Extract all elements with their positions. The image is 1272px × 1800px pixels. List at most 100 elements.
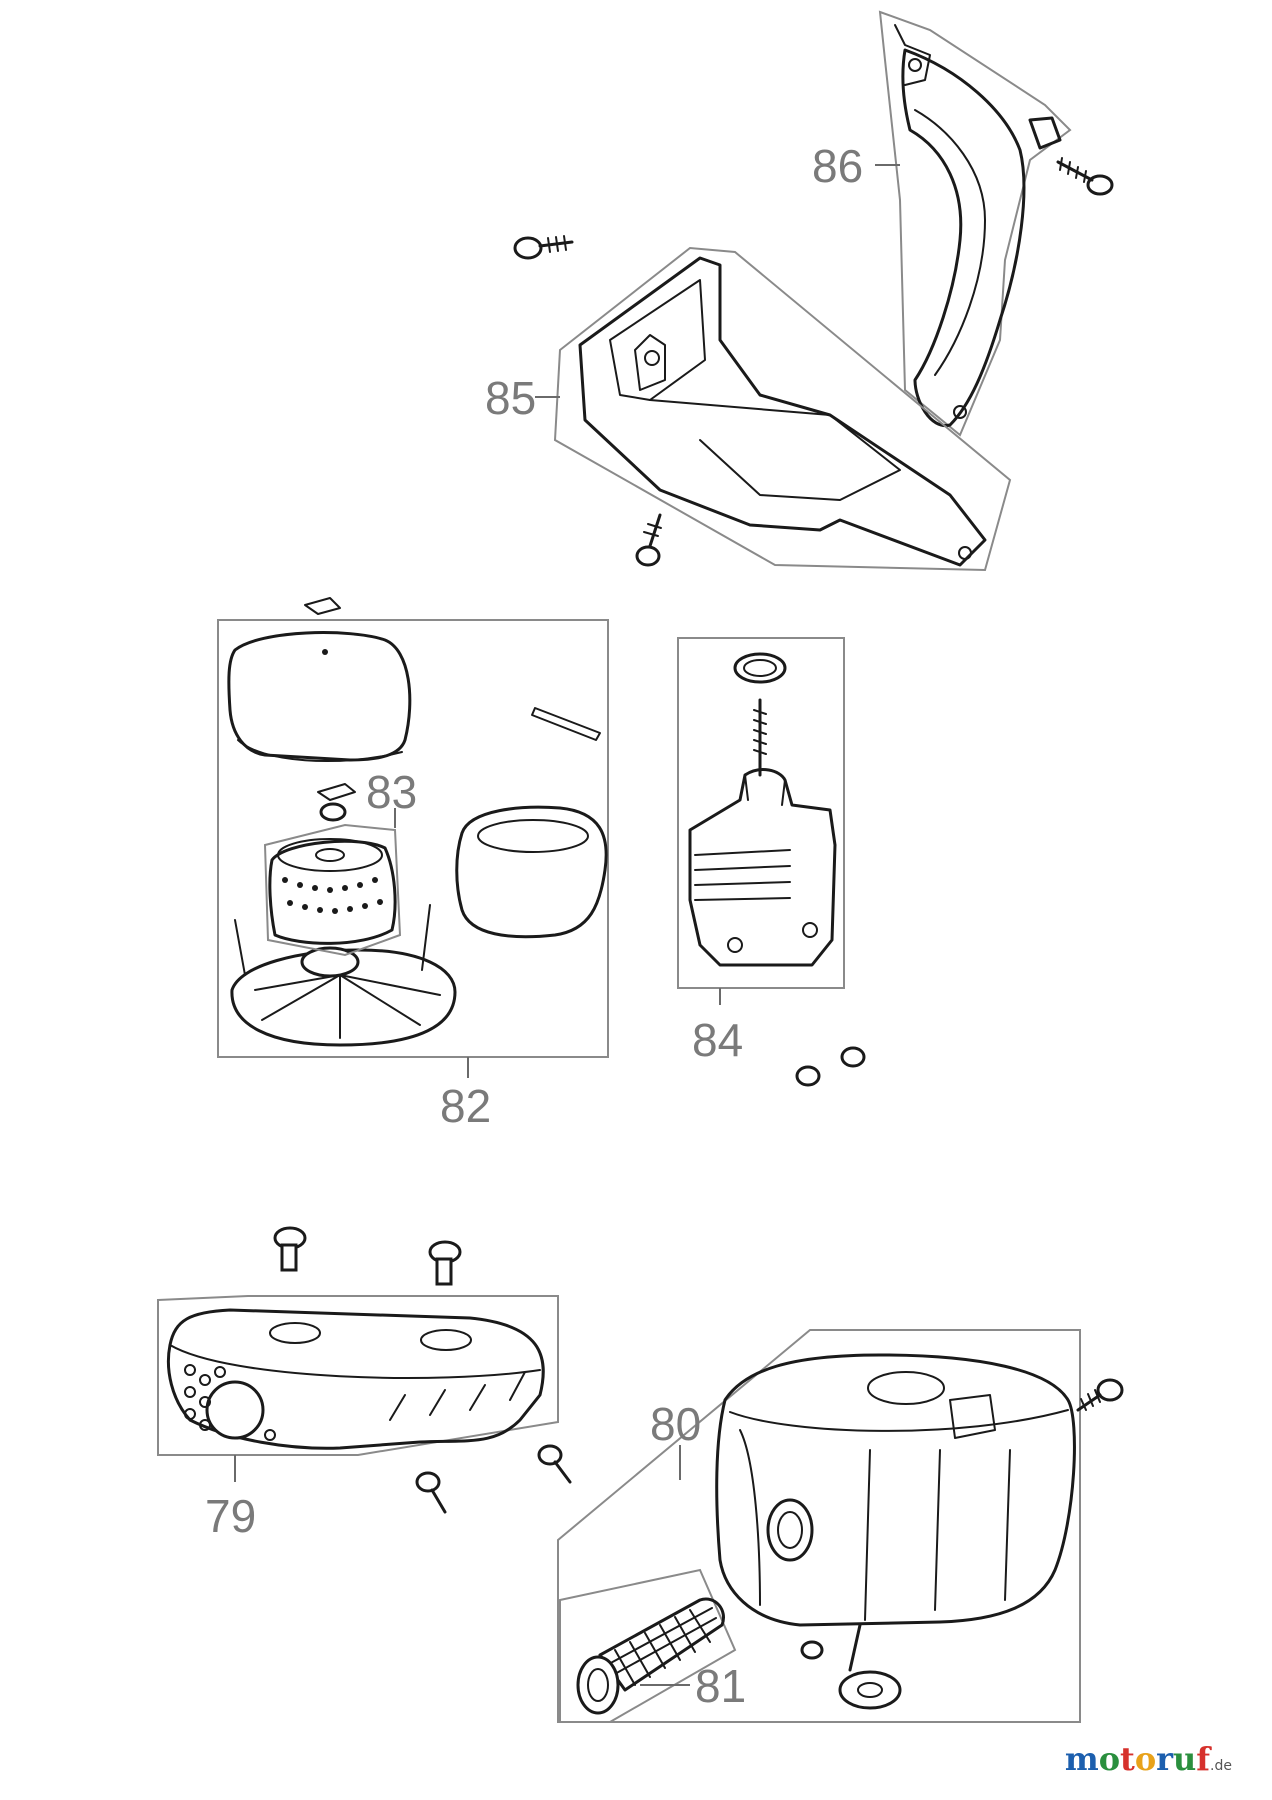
logo-letter: r (1156, 1740, 1174, 1778)
part-82-base-ribs (254, 974, 441, 1039)
part-86-hole-lower (953, 405, 967, 419)
part-82-clip-top (304, 597, 341, 615)
part-80-screw (1076, 1378, 1124, 1412)
logo-letter: u (1173, 1740, 1197, 1778)
part-86-screw (1056, 157, 1114, 196)
part-85-screw-bottom (635, 513, 662, 567)
label-86: 86 (812, 140, 863, 192)
part-82-foam-inner (477, 819, 589, 853)
label-84: 84 (692, 1014, 743, 1066)
part-82-foam (455, 805, 608, 939)
part-80-group-outline (557, 1329, 1081, 1723)
part-79-top-hole-left (269, 1322, 321, 1344)
part-80-heat-shield (739, 1429, 761, 1606)
label-83: 83 (366, 766, 417, 818)
part-85-hole-right (958, 546, 972, 560)
part-83-top (277, 838, 383, 872)
part-84-nut-left (795, 1065, 821, 1087)
part-80-outlet-inner (777, 1511, 803, 1549)
part-84-nut-right (840, 1046, 866, 1068)
label-80: 80 (650, 1398, 701, 1450)
part-79-bolt-left (273, 1226, 307, 1272)
part-79-outlet (205, 1380, 265, 1440)
label-81: 81 (695, 1660, 746, 1712)
part-84-bolt-hole-b (802, 922, 818, 938)
part-80-flange (838, 1670, 902, 1710)
part-80-nut (800, 1640, 824, 1660)
part-80-body (715, 1353, 1076, 1627)
part-80-top-seam (729, 1409, 1069, 1432)
part-81-flange-inner (587, 1668, 609, 1702)
label-85: 85 (485, 372, 536, 424)
part-79-slots (389, 1371, 526, 1421)
part-82-air-filter-assembly (217, 597, 609, 1058)
part-80-straps (864, 1449, 1011, 1621)
part-79-group-outline (157, 1295, 559, 1456)
part-84-assembly: 84 (677, 637, 866, 1087)
part-80-outlet (766, 1498, 814, 1562)
label-79: 79 (205, 1490, 256, 1542)
part-83-perforations (282, 877, 383, 914)
motoruf-logo: motoruf.de (1065, 1740, 1232, 1778)
part-86-clip (1028, 116, 1062, 150)
part-83-filter-element: 83 (263, 766, 417, 957)
part-83-outline (263, 823, 402, 957)
part-84-seal-inner (743, 659, 777, 677)
part-84-neck (744, 774, 786, 806)
logo-letter: o (1098, 1740, 1121, 1778)
part-85-screw-top (513, 235, 574, 260)
logo-letter: m (1064, 1740, 1099, 1778)
part-82-base-post-left (234, 904, 431, 976)
part-83-cylinder (268, 839, 397, 945)
part-82-cover (227, 631, 412, 762)
logo-letter: t (1120, 1740, 1135, 1778)
part-82-cover-rim (237, 739, 403, 762)
label-82: 82 (440, 1080, 491, 1132)
part-86-hole (908, 58, 922, 72)
part-79-vent-holes (184, 1364, 276, 1441)
part-82-clip-mid (317, 783, 356, 801)
logo-tld: .de (1210, 1758, 1232, 1774)
part-84-body (688, 768, 837, 967)
part-85-group-outline (553, 246, 1012, 572)
part-79-top-edge (169, 1344, 541, 1379)
logo-wordmark: motoruf (1065, 1740, 1210, 1778)
part-80-flange-port (857, 1682, 883, 1698)
part-84-seal (733, 652, 787, 684)
part-81-flange (576, 1655, 620, 1715)
part-86-group-outline (878, 10, 1072, 437)
part-79-top-hole-right (420, 1329, 472, 1351)
part-85-tab-hole (644, 350, 660, 366)
part-80-top-port (867, 1371, 945, 1405)
part-81-spark-arrestor: 81 (559, 1568, 746, 1723)
part-79-bolt-side-right (537, 1444, 572, 1484)
part-85-tab (634, 334, 666, 391)
part-85-shroud: 85 (485, 235, 1012, 572)
part-84-group-box (677, 637, 845, 989)
part-81-screen (598, 1597, 725, 1692)
part-79-bolt-side-bottom (415, 1471, 447, 1514)
part-82-nut (319, 802, 347, 822)
part-80-pipe (848, 1623, 862, 1672)
part-86-inner-rib (914, 109, 986, 376)
part-82-strip (531, 707, 601, 741)
part-85-fold (609, 279, 706, 401)
part-81-mesh (606, 1607, 717, 1686)
part-80-label-plate (949, 1394, 996, 1439)
part-84-fins (694, 849, 791, 901)
part-85-shape (578, 256, 987, 567)
part-82-group-box (217, 619, 609, 1058)
part-86-guard: 86 (812, 10, 1114, 437)
part-83-top-hole (315, 848, 345, 862)
part-84-bolt-hole-a (727, 937, 743, 953)
part-86-tab (894, 24, 931, 86)
part-86-shape (901, 48, 1026, 427)
part-79-muffler-guard: 79 (157, 1226, 572, 1542)
part-82-cover-hole (322, 649, 328, 655)
part-80-muffler: 80 (557, 1329, 1124, 1723)
part-79-bolt-right (428, 1240, 462, 1286)
part-84-stud-thread (753, 709, 767, 755)
logo-letter: f (1196, 1740, 1211, 1778)
logo-letter: o (1134, 1740, 1157, 1778)
